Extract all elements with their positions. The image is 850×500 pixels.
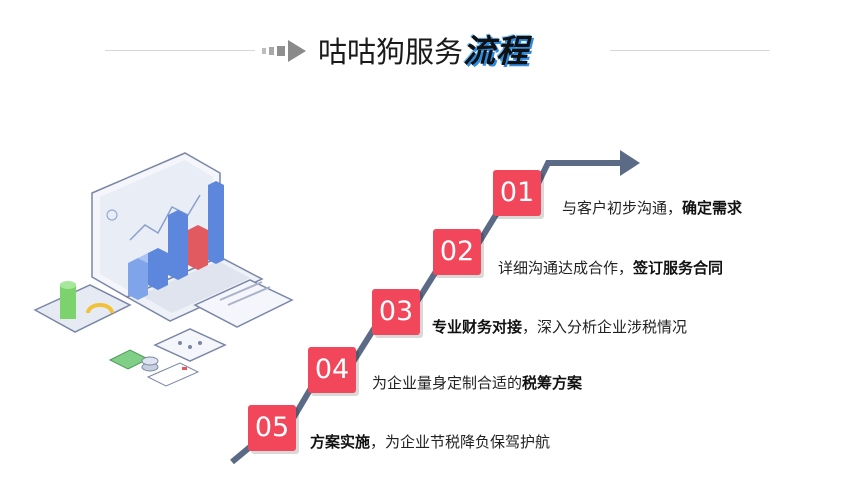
page-title-main: 咕咕狗服务 [318, 35, 464, 69]
step-number-badge: 01 [493, 170, 541, 216]
step-description: 方案实施，为企业节税降负保驾护航 [310, 432, 550, 452]
step-number-badge: 04 [308, 347, 356, 393]
tablet-icon [193, 279, 294, 328]
page-title-emphasis: 流程 [463, 32, 530, 70]
staircase-arrowhead [620, 150, 640, 176]
step-number-badge: 05 [248, 405, 296, 451]
step-text-bold: 税筹方案 [522, 374, 583, 392]
arrow-right-icon [262, 40, 306, 62]
bar-chart-icon [128, 181, 224, 300]
step-number-badge: 02 [433, 229, 481, 275]
title-divider-right [610, 50, 770, 51]
step-text-bold: 专业财务对接 [432, 318, 523, 336]
finance-illustration [33, 152, 294, 387]
step-description: 与客户初步沟通，确定需求 [562, 198, 742, 218]
step-text-plain: 为企业量身定制合适的 [372, 374, 523, 392]
step-description: 详细沟通达成合作，签订服务合同 [498, 258, 723, 278]
calculator-icon [153, 328, 227, 362]
step-number-badge: 03 [372, 289, 420, 335]
credit-card-icon [146, 362, 200, 387]
title-divider-left [105, 50, 255, 51]
step-text-plain: ，深入分析企业涉税情况 [522, 318, 688, 336]
step-text-bold: 确定需求 [682, 199, 743, 217]
step-text-plain: 与客户初步沟通， [562, 199, 683, 217]
step-text-bold: 签订服务合同 [633, 259, 724, 277]
page-title: 咕咕狗服务流程 [318, 30, 529, 72]
gauge-pad-icon [33, 281, 132, 333]
step-text-bold: 方案实施 [310, 433, 371, 451]
money-stack-icon [108, 349, 159, 372]
step-text-plain: ，为企业节税降负保驾护航 [370, 433, 551, 451]
step-text-plain: 详细沟通达成合作， [498, 259, 634, 277]
step-description: 为企业量身定制合适的税筹方案 [372, 373, 582, 393]
step-description: 专业财务对接，深入分析企业涉税情况 [432, 317, 687, 337]
